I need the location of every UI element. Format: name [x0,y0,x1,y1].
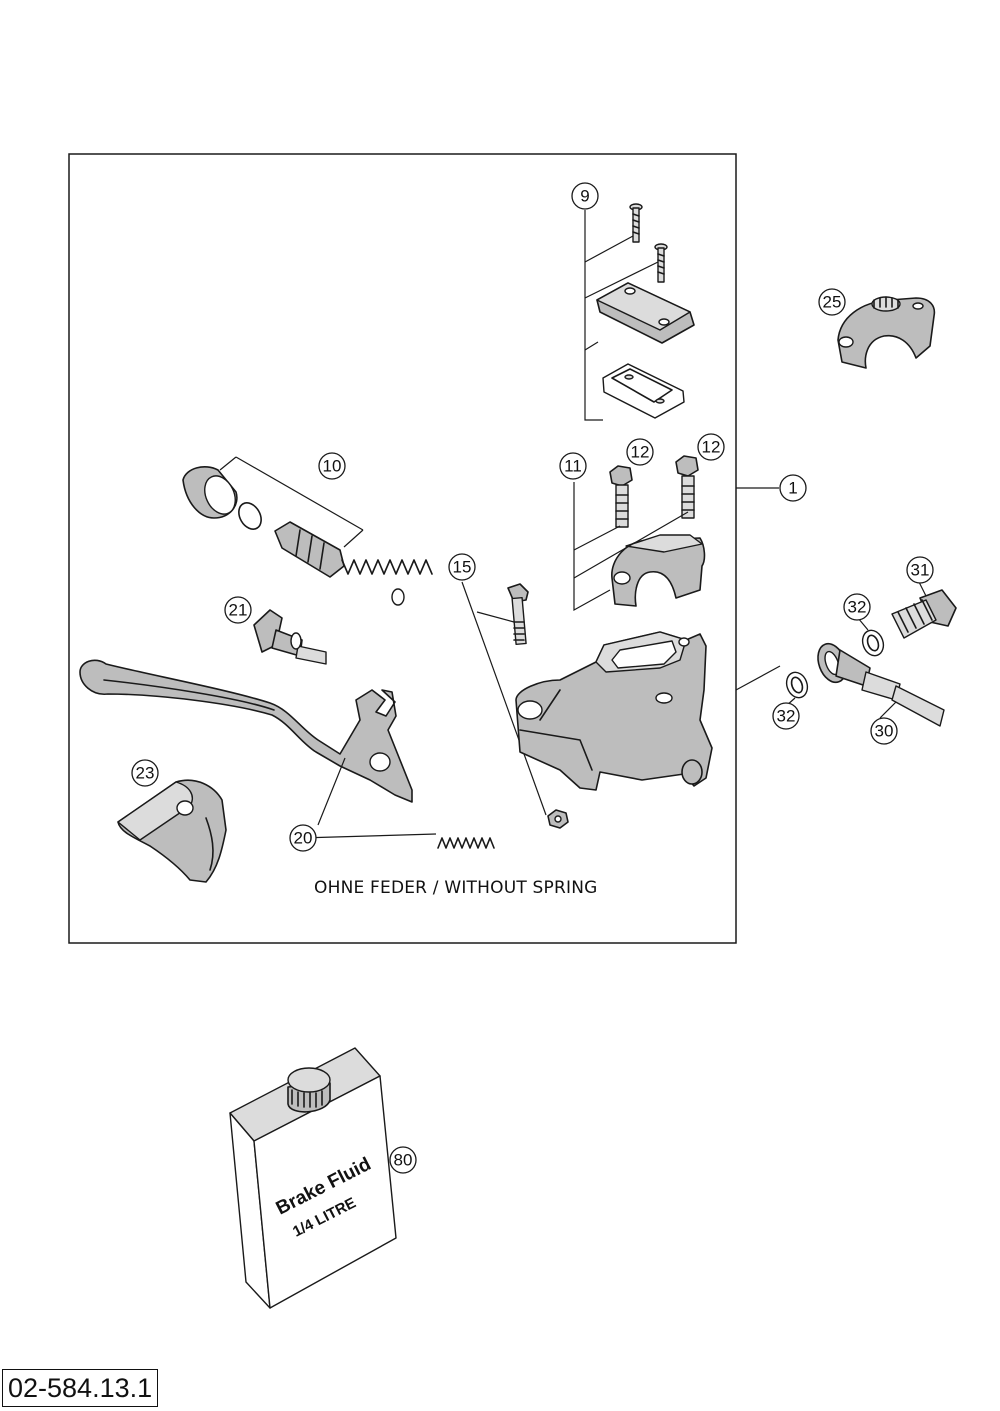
callout-21-label: 21 [229,601,248,620]
callout-30-label: 30 [875,722,894,741]
part-10-piston-kit [182,456,433,606]
callout-80-label: 80 [394,1151,413,1170]
callout-25: 25 [818,288,846,316]
callout-20: 20 [289,824,317,852]
callout-32-label: 32 [777,707,796,726]
callout-11-label: 11 [564,457,582,476]
callout-12: 12 [626,438,654,466]
callout-10: 10 [318,452,346,480]
callout-31: 31 [906,556,934,584]
callout-15: 15 [448,553,476,581]
callout-30: 30 [870,717,898,745]
callout-32-label: 32 [848,598,867,617]
part-25-clamp-half [837,296,936,369]
part-80-brake-fluid-can: Brake Fluid 1/4 LITRE [229,1047,397,1309]
part-9-reservoir-cover-set [584,203,695,421]
part-15-pivot-bolt [461,581,569,829]
callout-1-label: 1 [788,479,797,498]
callout-20-label: 20 [294,829,313,848]
callout-21: 21 [224,596,252,624]
cover-screw [629,203,643,243]
callout-15-label: 15 [453,558,472,577]
callout-10-label: 10 [323,457,342,476]
callout-32: 32 [843,593,871,621]
callout-32: 32 [772,702,800,730]
callout-31-label: 31 [911,561,930,580]
assembly-frame [68,153,737,944]
part-20-brake-lever [79,659,413,803]
callout-80: 80 [389,1146,417,1174]
part-31-banjo-bolt [891,589,957,639]
callout-23-label: 23 [136,764,155,783]
master-cylinder-body [515,631,713,791]
callout-25-label: 25 [823,293,842,312]
callout-1: 1 [779,474,807,502]
part-32-washer [785,671,809,699]
part-12-clamp-bolt [675,455,699,519]
lever-spring [437,837,495,849]
callout-9-label: 9 [580,187,589,206]
cover-screw [654,243,668,283]
callout-12-label: 12 [702,438,721,457]
reservoir-gasket [602,363,685,419]
callout-12-label: 12 [631,443,650,462]
piston-spring [341,559,433,575]
callout-23: 23 [131,759,159,787]
drawing-number: 02-584.13.1 [2,1369,159,1407]
part-11-clamp [611,534,706,607]
callout-12: 12 [697,433,725,461]
caption-without-spring: OHNE FEDER / WITHOUT SPRING [314,878,597,898]
callout-9: 9 [571,182,599,210]
brake-lever [79,659,413,803]
part-32-washer [861,629,885,657]
part-11-12-leaders [573,482,689,612]
part-12-clamp-bolt [609,465,633,528]
circlip [238,502,262,530]
part-30-brake-line [817,642,945,727]
part-23-lever-guard [117,779,227,883]
callout-11: 11 [559,452,587,480]
part-21-adjuster [253,609,327,665]
